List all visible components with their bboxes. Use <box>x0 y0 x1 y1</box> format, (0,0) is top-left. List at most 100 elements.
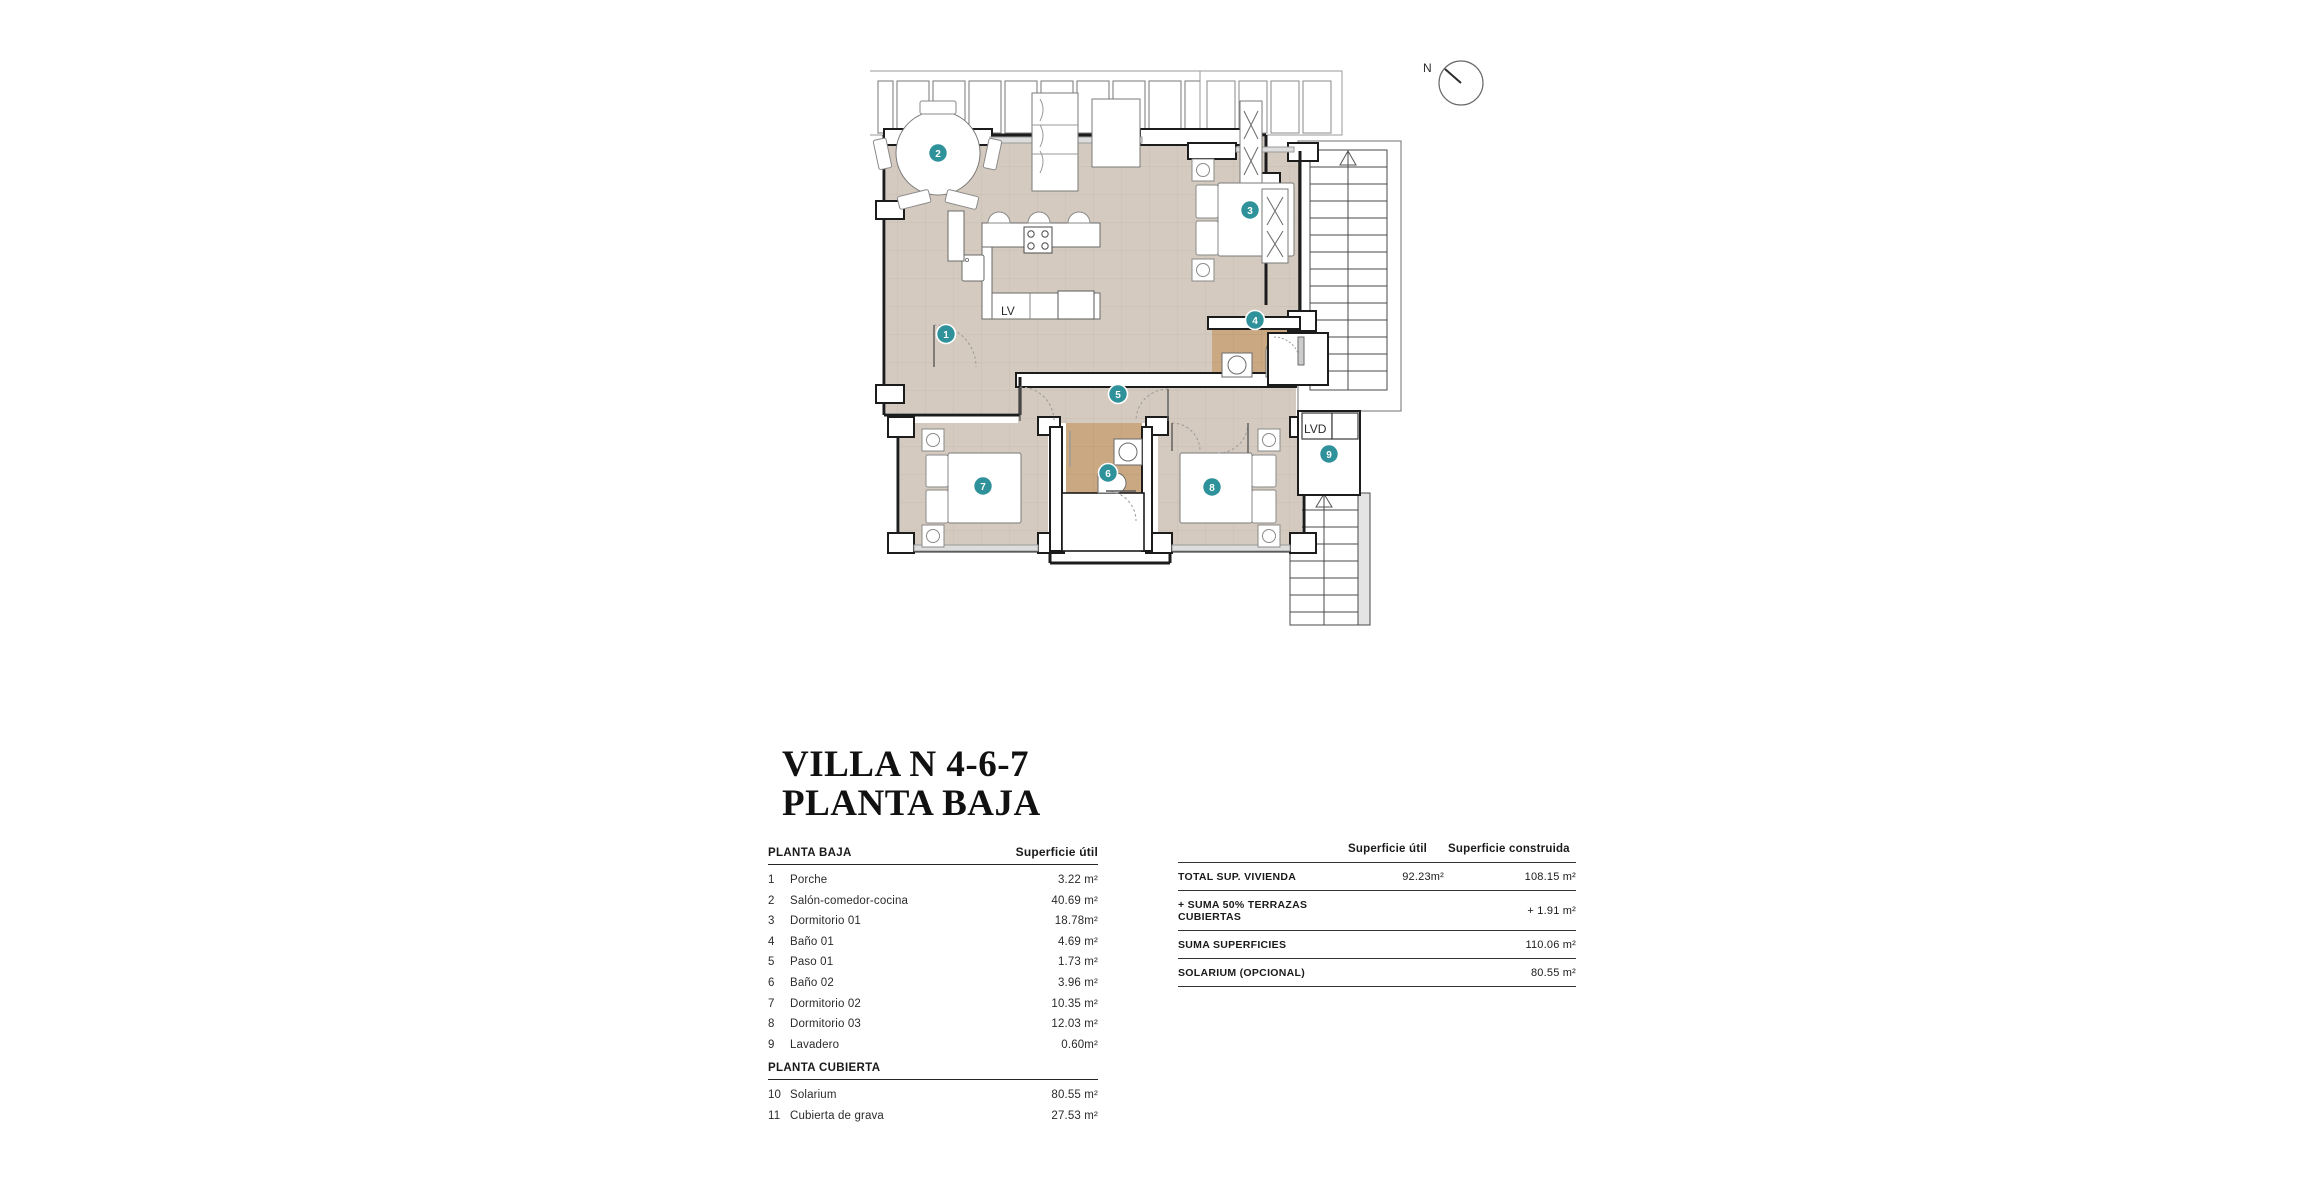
page-title: VILLA N 4-6-7 PLANTA BAJA <box>782 745 1382 823</box>
summary-row-util: 92.23m² <box>1402 871 1444 883</box>
room-area: 27.53 m² <box>1051 1109 1098 1122</box>
room-area: 4.69 m² <box>1057 935 1098 948</box>
room-marker-9[interactable]: 9 <box>1318 443 1340 465</box>
room-marker-8[interactable]: 8 <box>1201 476 1223 498</box>
room-marker-5[interactable]: 5 <box>1107 383 1129 405</box>
room-name: Baño 01 <box>790 935 834 948</box>
room-marker-label: 4 <box>1252 316 1258 327</box>
summary-row-label: + SUMA 50% TERRAZAS CUBIERTAS <box>1178 899 1308 923</box>
room-number: 5 <box>768 956 775 969</box>
appliance-label-lv: LV <box>1001 304 1015 318</box>
room-area: 3.22 m² <box>1057 874 1098 886</box>
summary-col-util: Superficie útil <box>1348 843 1428 855</box>
room-marker-6[interactable]: 6 <box>1097 462 1119 484</box>
room-area: 80.55 m² <box>1051 1089 1098 1102</box>
sofa-furniture <box>1031 92 1079 192</box>
table-row: SUMA SUPERFICIES 110.06 m² <box>1178 930 1576 958</box>
room-marker-label: 8 <box>1209 483 1215 494</box>
table-row: 8 Dormitorio 03 12.03 m² <box>768 1014 1098 1035</box>
room-area: 40.69 m² <box>1051 894 1098 907</box>
room-number: 10 <box>768 1089 782 1102</box>
compass-north-label: N <box>1423 61 1432 75</box>
room-number: 9 <box>768 1038 775 1051</box>
summary-row-construida: + 1.91 m² <box>1527 905 1576 917</box>
title-line-2: PLANTA BAJA <box>782 783 1041 824</box>
room-name: Cubierta de grava <box>790 1109 884 1122</box>
summary-row-label: TOTAL SUP. VIVIENDA <box>1178 871 1297 883</box>
table-row: 6 Baño 02 3.96 m² <box>768 973 1098 994</box>
table-row: 5 Paso 01 1.73 m² <box>768 952 1098 973</box>
room-name: Solarium <box>790 1089 837 1102</box>
room-marker-label: 3 <box>1247 206 1253 217</box>
table-row: 4 Baño 01 4.69 m² <box>768 931 1098 952</box>
room-name: Lavadero <box>790 1038 840 1051</box>
room-name: Baño 02 <box>790 976 834 989</box>
room-number: 6 <box>768 976 775 989</box>
bathroom-01-fixtures <box>1221 332 1329 386</box>
room-name: Dormitorio 01 <box>790 915 861 928</box>
kitchen-furniture <box>947 210 1101 320</box>
summary-row-construida: 110.06 m² <box>1525 939 1576 951</box>
room-number: 3 <box>768 915 775 928</box>
room-number: 11 <box>768 1109 781 1122</box>
room-area: 1.73 m² <box>1057 956 1098 969</box>
appliance-label-lvd: LVD <box>1304 422 1327 436</box>
room-name: Paso 01 <box>790 956 834 969</box>
rooms-table-header-right: Superficie útil <box>1015 845 1098 859</box>
wardrobe-bedroom-01 <box>1261 188 1289 264</box>
table-row: 2 Salón-comedor-cocina 40.69 m² <box>768 890 1098 911</box>
table-row: 10 Solarium 80.55 m² <box>768 1080 1098 1105</box>
room-area: 10.35 m² <box>1051 997 1098 1010</box>
room-name: Porche <box>790 874 828 886</box>
lv-label: LV <box>1001 304 1015 318</box>
ground-floor-room-list: 1 Porche 3.22 m² 2 Salón-comedor-cocina … <box>768 865 1098 1055</box>
summary-header-spacer <box>1178 843 1348 855</box>
room-name: Salón-comedor-cocina <box>790 894 909 907</box>
table-row: + SUMA 50% TERRAZAS CUBIERTAS + 1.91 m² <box>1178 890 1576 930</box>
table-row: 1 Porche 3.22 m² <box>768 865 1098 890</box>
table-row: 11 Cubierta de grava 27.53 m² <box>768 1105 1098 1126</box>
table-row: 9 Lavadero 0.60m² <box>768 1034 1098 1055</box>
room-name: Dormitorio 03 <box>790 1018 861 1031</box>
room-marker-2[interactable]: 2 <box>927 142 949 164</box>
roof-floor-subheader: PLANTA CUBIERTA <box>768 1062 1098 1081</box>
room-number: 8 <box>768 1018 775 1031</box>
room-marker-7[interactable]: 7 <box>972 475 994 497</box>
floor-plan-drawing: LV LVD 1 2 3 4 5 <box>870 55 1590 775</box>
exterior-stair-upper <box>1297 140 1402 412</box>
room-marker-1[interactable]: 1 <box>935 323 957 345</box>
summary-row-label: SOLARIUM (OPCIONAL) <box>1178 967 1306 979</box>
table-row: TOTAL SUP. VIVIENDA 92.23m² 108.15 m² <box>1178 862 1576 890</box>
room-number: 2 <box>768 894 775 907</box>
summary-row-construida: 108.15 m² <box>1524 871 1576 883</box>
room-number: 7 <box>768 997 775 1010</box>
summary-row-construida: 80.55 m² <box>1530 967 1576 979</box>
wardrobe-living <box>1239 100 1263 192</box>
summary-row-label: SUMA SUPERFICIES <box>1178 939 1287 951</box>
surface-summary-table: Superficie útil Superficie construida TO… <box>1178 843 1576 987</box>
table-row: 3 Dormitorio 01 18.78m² <box>768 911 1098 932</box>
room-marker-label: 2 <box>935 149 941 160</box>
room-marker-4[interactable]: 4 <box>1244 309 1266 331</box>
room-marker-label: 1 <box>943 330 949 341</box>
rooms-legend-table: PLANTA BAJA Superficie útil 1 Porche 3.2… <box>768 845 1098 1126</box>
title-line-1: VILLA N 4-6-7 <box>782 744 1030 785</box>
room-number: 4 <box>768 935 775 948</box>
room-marker-label: 6 <box>1105 469 1111 480</box>
table-row: 7 Dormitorio 02 10.35 m² <box>768 993 1098 1014</box>
room-marker-label: 7 <box>980 482 986 493</box>
rooms-table-header-left: PLANTA BAJA <box>768 847 852 859</box>
room-marker-label: 5 <box>1115 390 1121 401</box>
lvd-label: LVD <box>1304 422 1327 436</box>
summary-table-header: Superficie útil Superficie construida <box>1178 843 1576 862</box>
room-area: 3.96 m² <box>1057 976 1098 989</box>
room-area: 0.60m² <box>1061 1038 1098 1051</box>
room-marker-3[interactable]: 3 <box>1239 199 1261 221</box>
table-row: SOLARIUM (OPCIONAL) 80.55 m² <box>1178 958 1576 987</box>
door-leaves <box>933 325 1249 492</box>
roof-floor-room-list: 10 Solarium 80.55 m² 11 Cubierta de grav… <box>768 1080 1098 1126</box>
room-area: 12.03 m² <box>1051 1018 1098 1031</box>
coffee-table-furniture <box>1091 98 1141 168</box>
room-marker-label: 9 <box>1326 450 1332 461</box>
rooms-table-header: PLANTA BAJA Superficie útil <box>768 845 1098 865</box>
